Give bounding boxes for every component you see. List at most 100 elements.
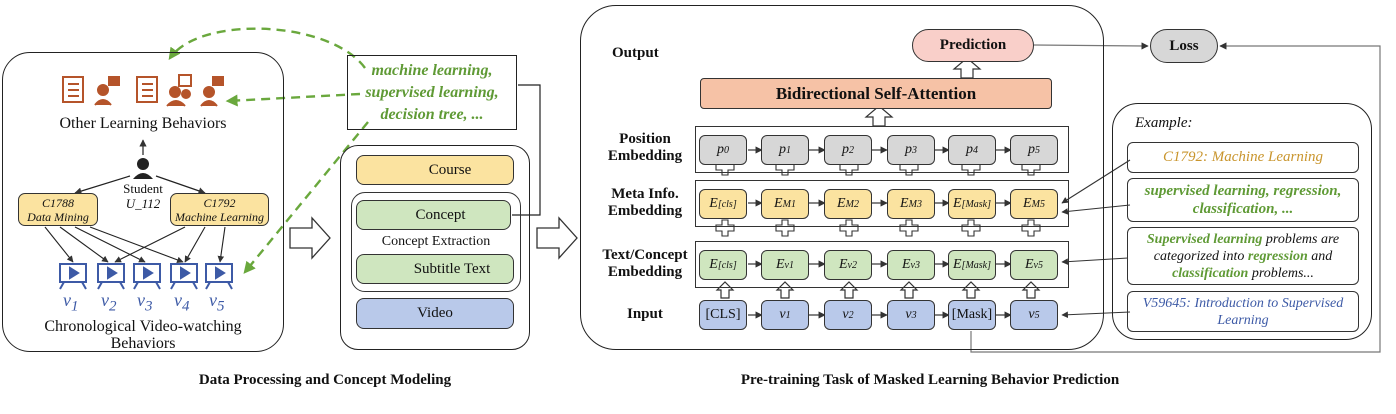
prediction-node[interactable]: Prediction bbox=[912, 29, 1034, 62]
caption-left: Data Processing and Concept Modeling bbox=[198, 372, 452, 388]
example-panel bbox=[1112, 103, 1372, 340]
input-token-base: [Mask] bbox=[951, 307, 993, 322]
text-row-frame bbox=[695, 241, 1069, 288]
position-token-subscript: 2 bbox=[849, 144, 854, 156]
course-node[interactable]: Course bbox=[356, 155, 514, 185]
position-token-base: p bbox=[717, 142, 724, 157]
hollow-arrow bbox=[536, 216, 578, 260]
position-token-base: p bbox=[779, 142, 786, 157]
example-subtitle: Supervised learning problems are categor… bbox=[1127, 227, 1359, 285]
middle-panel bbox=[340, 145, 530, 350]
transformer-panel bbox=[580, 5, 1104, 350]
meta-token-base: E bbox=[952, 196, 962, 211]
group-question-icon bbox=[166, 74, 192, 107]
input-token-subscript: 1 bbox=[785, 309, 791, 321]
text-token-base: E bbox=[952, 257, 962, 272]
concept-text-line-3: decision tree, ... bbox=[380, 106, 484, 123]
subtitle-node[interactable]: Subtitle Text bbox=[356, 254, 514, 284]
position-token-subscript: 3 bbox=[912, 144, 917, 156]
video-node-label: Video bbox=[417, 305, 453, 321]
loss-label: Loss bbox=[1169, 37, 1199, 54]
input-token-base: v bbox=[779, 307, 786, 322]
person-question-icon bbox=[94, 76, 120, 106]
document-icon bbox=[62, 76, 84, 103]
text-token-subscript: v1 bbox=[784, 259, 794, 271]
meta-token-subscript: M5 bbox=[1031, 198, 1045, 210]
input-label: Input bbox=[627, 306, 663, 322]
meta-token-4[interactable]: E[Mask] bbox=[948, 189, 996, 219]
course-c1788[interactable]: C1788 Data Mining bbox=[18, 193, 98, 226]
prediction-label: Prediction bbox=[939, 37, 1007, 53]
position-embedding-label: Position Embedding bbox=[607, 131, 683, 164]
text-token-base: E bbox=[775, 257, 785, 272]
video-icon bbox=[205, 263, 233, 290]
meta-token-subscript: M2 bbox=[845, 198, 859, 210]
loss-node[interactable]: Loss bbox=[1150, 29, 1218, 63]
text-token-base: E bbox=[901, 257, 911, 272]
position-token-base: p bbox=[842, 142, 849, 157]
video-behaviors-label: Chronological Video-watching Behaviors bbox=[44, 318, 242, 352]
position-token-base: p bbox=[1028, 142, 1035, 157]
attention-label: Bidirectional Self-Attention bbox=[775, 83, 977, 103]
meta-token-base: E bbox=[774, 196, 783, 211]
position-token-base: p bbox=[905, 142, 912, 157]
course-c1788-id: C1788 bbox=[41, 195, 74, 210]
video-icon bbox=[97, 263, 125, 290]
text-token-subscript: v3 bbox=[910, 259, 920, 271]
text-token-base: E bbox=[709, 257, 718, 272]
example-course: C1792: Machine Learning bbox=[1127, 142, 1359, 173]
text-token-4[interactable]: E[Mask] bbox=[948, 250, 996, 280]
video-node[interactable]: Video bbox=[356, 298, 514, 329]
video-icon bbox=[133, 263, 161, 290]
left-panel bbox=[2, 52, 284, 352]
course-c1788-name: Data Mining bbox=[27, 209, 89, 224]
video-label-3: v3 bbox=[137, 290, 153, 315]
text-token-subscript: v2 bbox=[847, 259, 857, 271]
student-word: Student bbox=[123, 181, 163, 196]
concept-node[interactable]: Concept bbox=[356, 200, 511, 230]
behavior-icons bbox=[62, 74, 224, 107]
position-token-base: p bbox=[966, 142, 973, 157]
document-icon bbox=[136, 76, 158, 103]
meta-token-base: E bbox=[1023, 196, 1032, 211]
course-c1792[interactable]: C1792 Machine Learning bbox=[170, 193, 269, 226]
meta-token-base: E bbox=[709, 196, 718, 211]
course-node-label: Course bbox=[428, 161, 472, 178]
video-label-2: v2 bbox=[101, 290, 117, 315]
input-token-subscript: 2 bbox=[848, 309, 854, 321]
meta-token-base: E bbox=[900, 196, 909, 211]
example-title: Example: bbox=[1135, 115, 1193, 131]
input-token-0[interactable]: [CLS] bbox=[699, 300, 747, 330]
meta-row-frame bbox=[695, 180, 1069, 227]
student-label: Student U_112 bbox=[118, 181, 168, 211]
meta-token-subscript: [cls] bbox=[717, 198, 737, 210]
subtitle-node-label: Subtitle Text bbox=[413, 260, 491, 277]
input-token-4[interactable]: [Mask] bbox=[948, 300, 996, 330]
meta-embedding-label: Meta Info. Embedding bbox=[607, 186, 683, 219]
text-token-subscript: v5 bbox=[1033, 259, 1043, 271]
meta-token-0[interactable]: E[cls] bbox=[699, 189, 747, 219]
text-token-0[interactable]: E[cls] bbox=[699, 250, 747, 280]
caption-right: Pre-training Task of Masked Learning Beh… bbox=[740, 372, 1120, 388]
video-label-1: v1 bbox=[63, 290, 79, 315]
video-icon bbox=[59, 263, 87, 290]
text-token-base: E bbox=[1024, 257, 1034, 272]
